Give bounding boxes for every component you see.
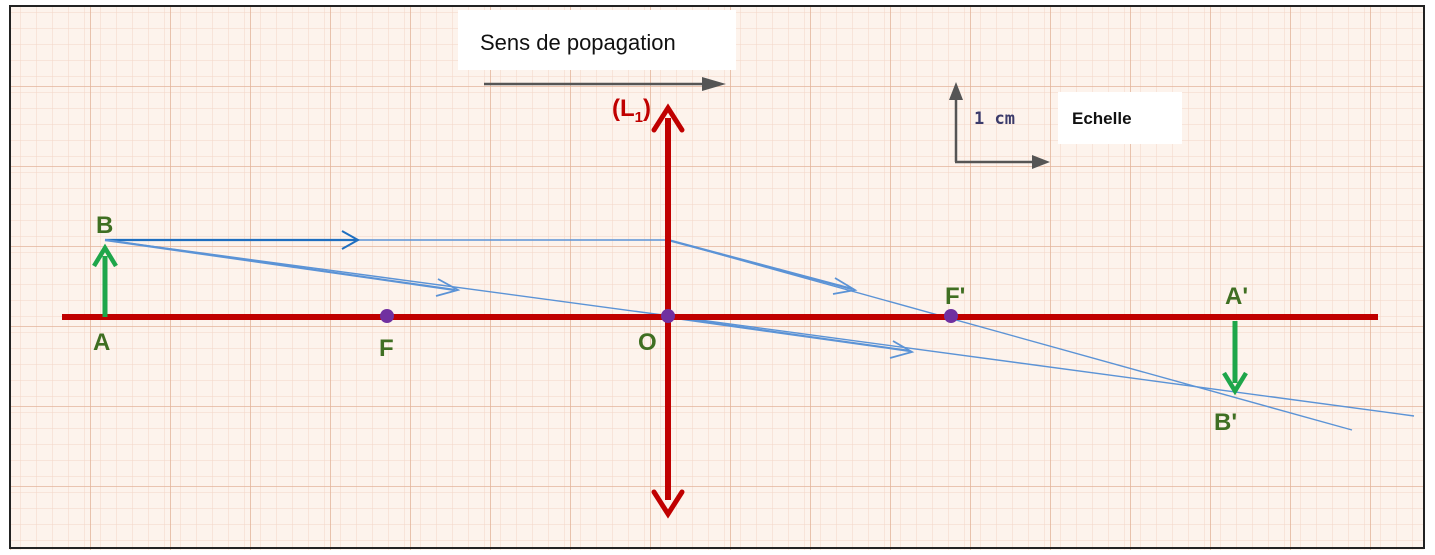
object-ab — [92, 243, 118, 317]
focus-point-f-prime — [944, 309, 958, 323]
image-a-prime-b-prime — [1222, 321, 1248, 396]
label-b: B — [96, 212, 113, 239]
ray-parallel-refracted-arrow — [832, 277, 858, 295]
ray-center-arrow-2 — [889, 340, 915, 359]
diagram-frame — [9, 5, 1425, 549]
optical-center-point-o — [661, 309, 675, 323]
label-b-prime: B' — [1214, 409, 1237, 436]
scale-label: Echelle — [1072, 109, 1132, 128]
scale-vertical-arrow-head — [949, 82, 963, 100]
focus-point-f — [380, 309, 394, 323]
direction-arrow-head — [702, 77, 726, 91]
scale-label-box — [1058, 92, 1182, 144]
ray-center-bold-2 — [667, 315, 911, 353]
direction-label: Sens de popagation — [480, 30, 676, 55]
ray-parallel-refracted — [667, 239, 1353, 431]
direction-label-box — [458, 10, 736, 70]
label-f-prime: F' — [945, 283, 965, 310]
object-arrow-head — [92, 243, 118, 268]
label-f: F — [379, 335, 394, 362]
label-a-prime: A' — [1225, 283, 1248, 310]
lens-bottom-arrow — [651, 489, 685, 519]
light-rays — [104, 230, 1415, 431]
label-o: O — [638, 329, 657, 356]
ray-parallel-refracted-bold — [667, 238, 853, 291]
lens-top-arrow — [651, 103, 685, 133]
graph-grid — [10, 6, 1424, 550]
label-a: A — [93, 329, 110, 356]
scale-value: 1 cm — [974, 109, 1015, 129]
image-arrow-head — [1222, 371, 1248, 396]
lens-label: (L1) — [612, 95, 651, 126]
scale-horizontal-arrow-head — [1032, 155, 1050, 169]
ray-center-arrow-1 — [435, 278, 461, 297]
ray-center — [104, 239, 1415, 417]
ray-center-bold — [104, 238, 456, 292]
ray-parallel-incident-arrow — [341, 230, 361, 250]
